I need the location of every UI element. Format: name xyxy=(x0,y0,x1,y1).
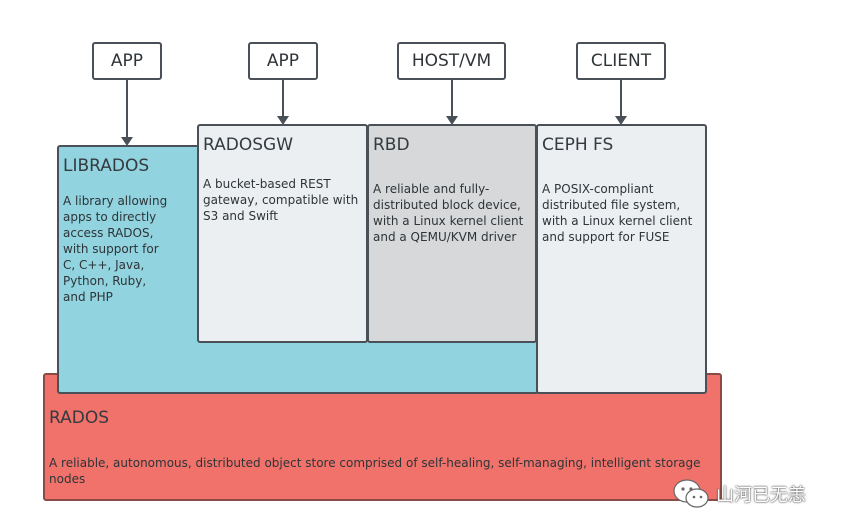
cephfs-title: CEPH FS xyxy=(542,135,614,155)
radosgw-desc-line: S3 and Swift xyxy=(203,209,278,223)
arrow-app1-head xyxy=(121,137,133,146)
librados-desc-line: with support for xyxy=(63,242,159,256)
librados-title: LIBRADOS xyxy=(63,156,150,176)
watermark-text: 山河已无恙 xyxy=(716,485,806,506)
librados-desc-line: Python, Ruby, xyxy=(63,274,147,288)
rados-desc-line: nodes xyxy=(49,472,86,486)
librados-desc-line: and PHP xyxy=(63,290,113,304)
cephfs-desc-line: with a Linux kernel client xyxy=(542,214,693,228)
librados-desc-line: access RADOS, xyxy=(63,226,154,240)
rados-desc-line: A reliable, autonomous, distributed obje… xyxy=(49,456,701,470)
radosgw-desc: A bucket-based REST gateway, compatible … xyxy=(203,176,368,224)
watermark: 山河已无恙 xyxy=(672,476,832,512)
rbd-box: RBD A reliable and fully- distributed bl… xyxy=(367,124,537,343)
cephfs-desc-line: and support for FUSE xyxy=(542,230,670,244)
cephfs-desc-line: A POSIX-compliant xyxy=(542,182,654,196)
rados-desc: A reliable, autonomous, distributed obje… xyxy=(49,455,719,487)
librados-desc-line: A library allowing xyxy=(63,194,168,208)
client-box: CLIENT xyxy=(576,42,666,80)
rbd-desc-line: distributed block device, xyxy=(373,198,521,212)
cephfs-desc: A POSIX-compliant distributed file syste… xyxy=(542,181,707,245)
librados-desc: A library allowing apps to directly acce… xyxy=(63,193,197,305)
librados-desc-line: C, C++, Java, xyxy=(63,258,145,272)
arrow-client-head xyxy=(615,116,627,125)
host-vm-box: HOST/VM xyxy=(397,42,506,80)
rbd-desc: A reliable and fully- distributed block … xyxy=(373,181,537,245)
rbd-desc-line: A reliable and fully- xyxy=(373,182,490,196)
app-box-1: APP xyxy=(92,42,162,80)
rbd-desc-line: with a Linux kernel client xyxy=(373,214,524,228)
rbd-desc-line: and a QEMU/KVM driver xyxy=(373,230,517,244)
radosgw-desc-line: A bucket-based REST xyxy=(203,177,331,191)
wechat-icon xyxy=(673,479,709,508)
cephfs-desc-line: distributed file system, xyxy=(542,198,681,212)
cephfs-box: CEPH FS A POSIX-compliant distributed fi… xyxy=(536,124,707,394)
rbd-title: RBD xyxy=(373,135,410,155)
app-box-2: APP xyxy=(248,42,318,80)
arrow-app2-head xyxy=(277,116,289,125)
radosgw-title: RADOSGW xyxy=(203,135,293,155)
librados-desc-line: apps to directly xyxy=(63,210,157,224)
rados-title: RADOS xyxy=(49,408,110,428)
rados-box: RADOS A reliable, autonomous, distribute… xyxy=(43,373,722,501)
radosgw-desc-line: gateway, compatible with xyxy=(203,193,359,207)
arrow-hostvm-head xyxy=(446,116,458,125)
